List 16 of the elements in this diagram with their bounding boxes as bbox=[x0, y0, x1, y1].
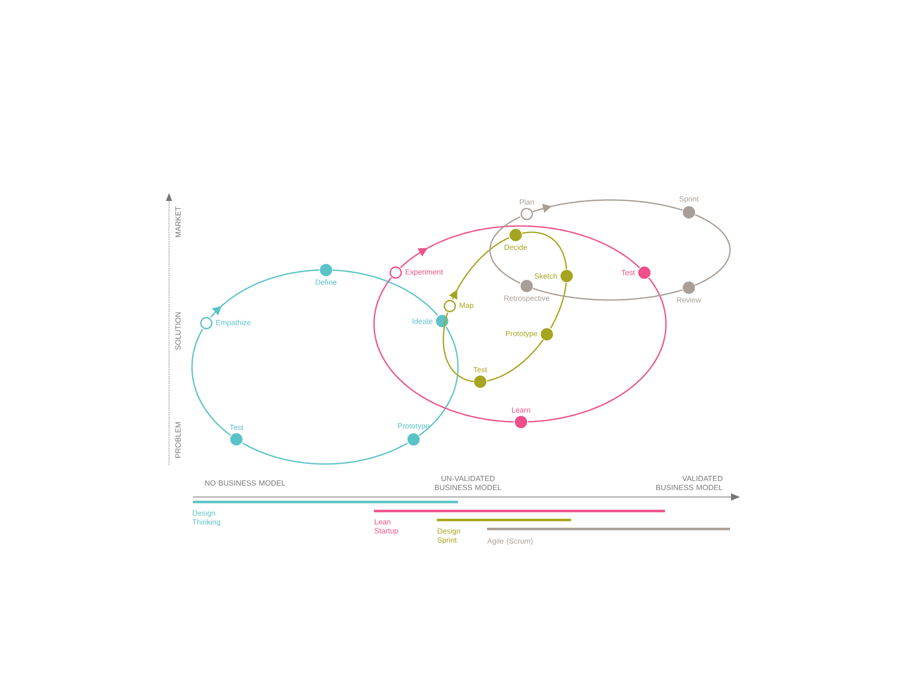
cycle-arc bbox=[373, 277, 514, 423]
cycle-arc bbox=[532, 288, 683, 301]
arrow bbox=[210, 269, 320, 318]
cycle-arc bbox=[332, 270, 438, 316]
cycle-arc bbox=[694, 214, 731, 286]
cycle-arc bbox=[418, 326, 459, 436]
cycle-arc bbox=[522, 232, 568, 270]
cycle-arc bbox=[528, 277, 667, 422]
arrow bbox=[449, 237, 510, 300]
cycle-arc bbox=[489, 216, 520, 284]
arrow bbox=[400, 225, 640, 268]
cycle-arc bbox=[486, 339, 544, 382]
cycle-arc bbox=[550, 282, 567, 328]
cycle-arc bbox=[442, 312, 474, 382]
cycle-arc bbox=[242, 442, 408, 465]
cycle-arc bbox=[191, 329, 232, 436]
